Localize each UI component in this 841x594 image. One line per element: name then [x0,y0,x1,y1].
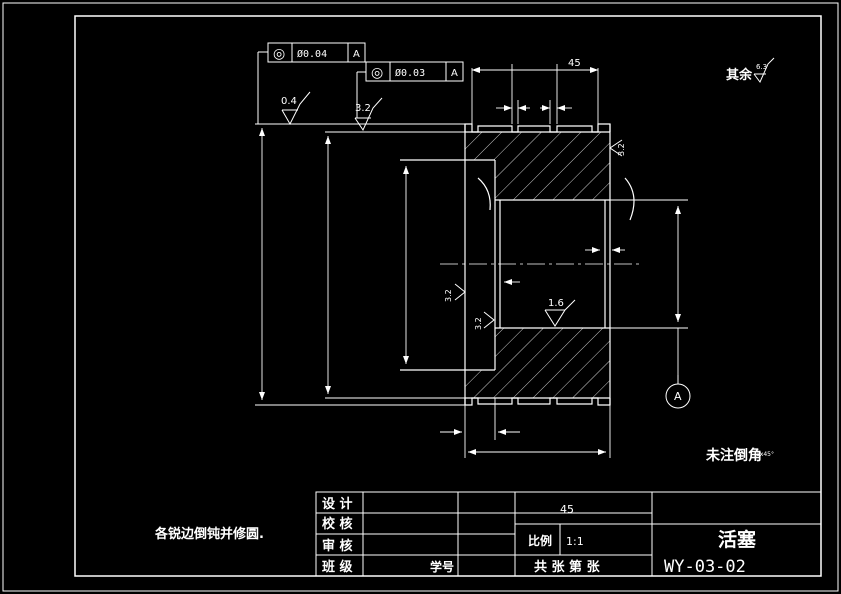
tb-student-no: 学号 [430,559,454,574]
rest-roughness-label: 其余 [726,67,753,83]
arrowheads [259,67,681,455]
roughness-right-face-value: 3.2 [617,143,626,156]
unspecified-chamfer-note: 未注倒角 [706,447,762,464]
hatch-upper-left [465,132,495,160]
tol-datum-1: A [353,49,360,60]
dim-overall-width: 45 [568,58,581,69]
datum-a-marker [665,375,691,409]
tb-row-design: 设 计 [322,496,353,512]
roughness-bore-inner-value: 1.6 [548,298,564,309]
roughness-bore-inner [544,299,576,327]
hatch-lower [495,328,610,398]
roughness-bore-b-value: 3.2 [474,317,483,330]
roughness-bore-a-value: 3.2 [444,289,453,302]
tb-part-name: 活塞 [718,528,757,551]
rest-roughness-symbol [753,57,775,83]
tolerance-frame-1: ◎ Ø0.04 A [257,42,366,124]
chamfer-value: 1x45° [756,451,774,458]
tol-value-1: Ø0.04 [297,48,327,60]
rest-roughness-value: 6.3 [756,63,767,71]
concentricity-icon: ◎ [273,46,285,62]
datum-a-label: A [674,390,682,403]
tolerance-frame-2: ◎ Ø0.03 A [356,61,464,118]
title-block [315,491,822,577]
tb-sheet-info: 共 张 第 张 [534,559,601,575]
outline-bottom [464,397,611,406]
dimensions [255,64,688,458]
hatch-lower-left [465,370,495,398]
tb-row-class: 班 级 [322,559,354,575]
tb-row-review: 审 核 [322,538,353,554]
roughness-bore-a [454,283,466,301]
tb-material: 45 [560,503,574,516]
tb-row-check: 校 核 [322,516,353,532]
tol-datum-2: A [451,68,458,79]
tol-value-2: Ø0.03 [395,67,425,79]
part-section [400,123,640,406]
tb-scale-label: 比例 [528,533,552,548]
tb-drawing-no: WY-03-02 [664,557,746,577]
roughness-bore-b [483,311,495,329]
roughness-left-outer [281,91,311,126]
roughness-left-inner [354,97,383,132]
roughness-left-inner-value: 3.2 [355,103,371,114]
hatch-upper [495,132,610,200]
outline-top [464,123,611,133]
roughness-left-outer-value: 0.4 [281,96,297,107]
tb-scale-value: 1:1 [566,535,584,548]
concentricity-icon: ◎ [371,65,383,81]
deburr-note: 各锐边倒钝并修圆. [154,526,264,542]
roughness-right-face [609,139,623,157]
